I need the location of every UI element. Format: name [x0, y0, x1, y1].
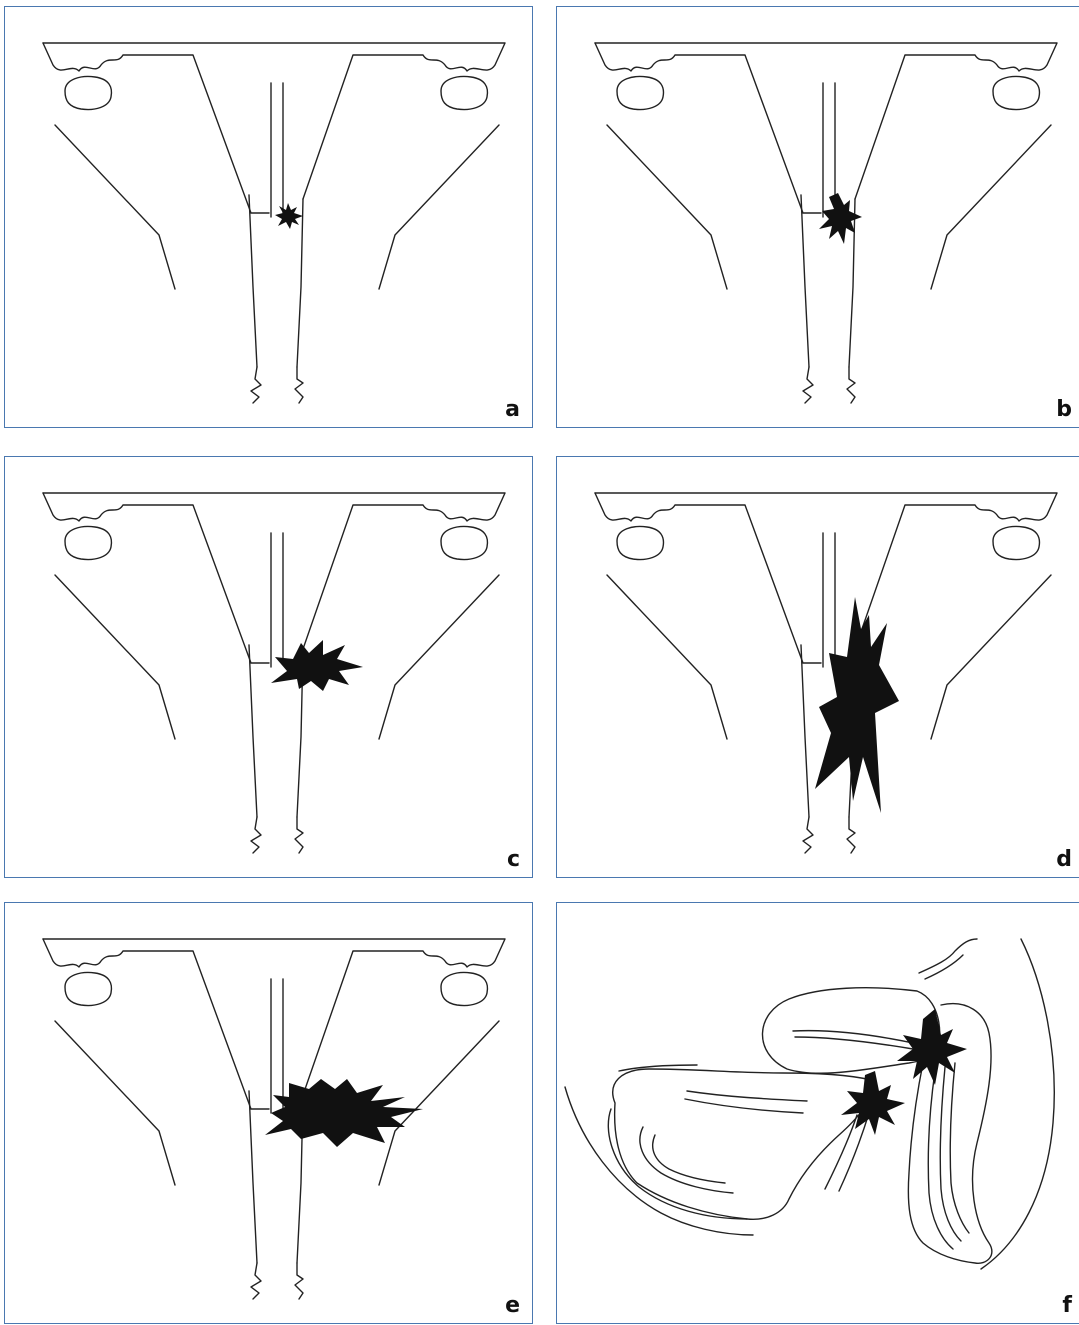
pelvic-floor-top-left — [595, 493, 821, 663]
external-left — [251, 817, 261, 853]
ischial-tuberosity-left — [65, 527, 111, 560]
rectal-wall — [825, 1115, 857, 1189]
levator-right — [931, 575, 1051, 739]
urethra-tube-left — [249, 195, 257, 367]
panel-c: c — [4, 456, 533, 878]
urethra-tube-left — [801, 195, 809, 367]
lesion-mark-c — [271, 640, 363, 691]
levator-left — [55, 575, 175, 739]
urethra-tube-left — [249, 645, 257, 817]
pelvic-outline — [43, 493, 505, 853]
ischial-tuberosity-left — [65, 77, 111, 110]
pelvic-floor-top — [595, 43, 1057, 199]
ischial-tuberosity-right — [441, 527, 487, 560]
bladder-outline — [608, 1109, 747, 1219]
lesion-mark-f-upper — [897, 1009, 967, 1085]
panel-label: e — [505, 1295, 520, 1317]
external-left — [803, 817, 813, 853]
pelvic-diagram-d — [557, 457, 1079, 879]
external-right — [295, 367, 303, 403]
urethra-tube-left — [801, 645, 809, 817]
panel-f: f — [556, 902, 1079, 1324]
ischial-tuberosity-left — [617, 77, 663, 110]
vagina-wall — [687, 1091, 807, 1101]
levator-left — [55, 125, 175, 289]
pelvic-diagram-a — [5, 7, 534, 429]
panel-label: f — [1062, 1295, 1072, 1317]
pelvic-outline — [595, 493, 1057, 853]
external-right — [295, 1263, 303, 1299]
panel-e: e — [4, 902, 533, 1324]
levator-right — [379, 1021, 499, 1185]
urethra-tube-left — [249, 1091, 257, 1263]
panel-b: b — [556, 6, 1079, 428]
sacrum-curve — [981, 939, 1054, 1269]
lesion-mark-d — [815, 597, 899, 813]
external-left — [251, 1263, 261, 1299]
lesion-mark-f-lower — [841, 1071, 905, 1135]
pelvic-diagram-b — [557, 7, 1079, 429]
external-right — [295, 817, 303, 853]
levator-right — [379, 575, 499, 739]
levator-left — [55, 1021, 175, 1185]
pelvic-floor-top-left — [43, 493, 269, 663]
ischial-tuberosity-right — [993, 527, 1039, 560]
panel-label: d — [1056, 849, 1072, 871]
panel-d: d — [556, 456, 1079, 878]
pelvic-floor-top-left — [43, 43, 269, 213]
levator-left — [607, 125, 727, 289]
vagina-wall — [685, 1099, 803, 1113]
pelvic-floor-top — [43, 43, 505, 199]
ischial-tuberosity-right — [441, 973, 487, 1006]
rectum-inner-line — [950, 1063, 969, 1233]
external-right — [847, 367, 855, 403]
bladder-inner — [653, 1135, 725, 1183]
panel-a: a — [4, 6, 533, 428]
panel-label: a — [505, 399, 520, 421]
ischial-tuberosity-right — [441, 77, 487, 110]
levator-right — [931, 125, 1051, 289]
external-right — [847, 817, 855, 853]
sagittal-pelvis-diagram — [557, 903, 1079, 1325]
external-left — [251, 367, 261, 403]
pelvic-floor-top-left — [43, 939, 269, 1109]
levator-right — [379, 125, 499, 289]
external-left — [803, 367, 813, 403]
panel-label: b — [1056, 399, 1072, 421]
pelvic-floor-top — [43, 493, 505, 649]
ischial-tuberosity-left — [617, 527, 663, 560]
levator-left — [607, 575, 727, 739]
pelvic-outline — [43, 939, 505, 1299]
pelvic-floor-top-left — [595, 43, 821, 213]
pelvic-floor-top — [595, 493, 1057, 649]
pelvic-floor-top — [43, 939, 505, 1095]
ischial-tuberosity-right — [993, 77, 1039, 110]
lesion-mark-a — [275, 203, 303, 229]
panel-label: c — [507, 849, 520, 871]
lesion-mark-e — [265, 1079, 423, 1147]
pelvic-diagram-e — [5, 903, 534, 1325]
pelvic-diagram-c — [5, 457, 534, 879]
pelvic-outline — [43, 43, 505, 403]
ischial-tuberosity-left — [65, 973, 111, 1006]
vessel-line — [919, 939, 977, 973]
